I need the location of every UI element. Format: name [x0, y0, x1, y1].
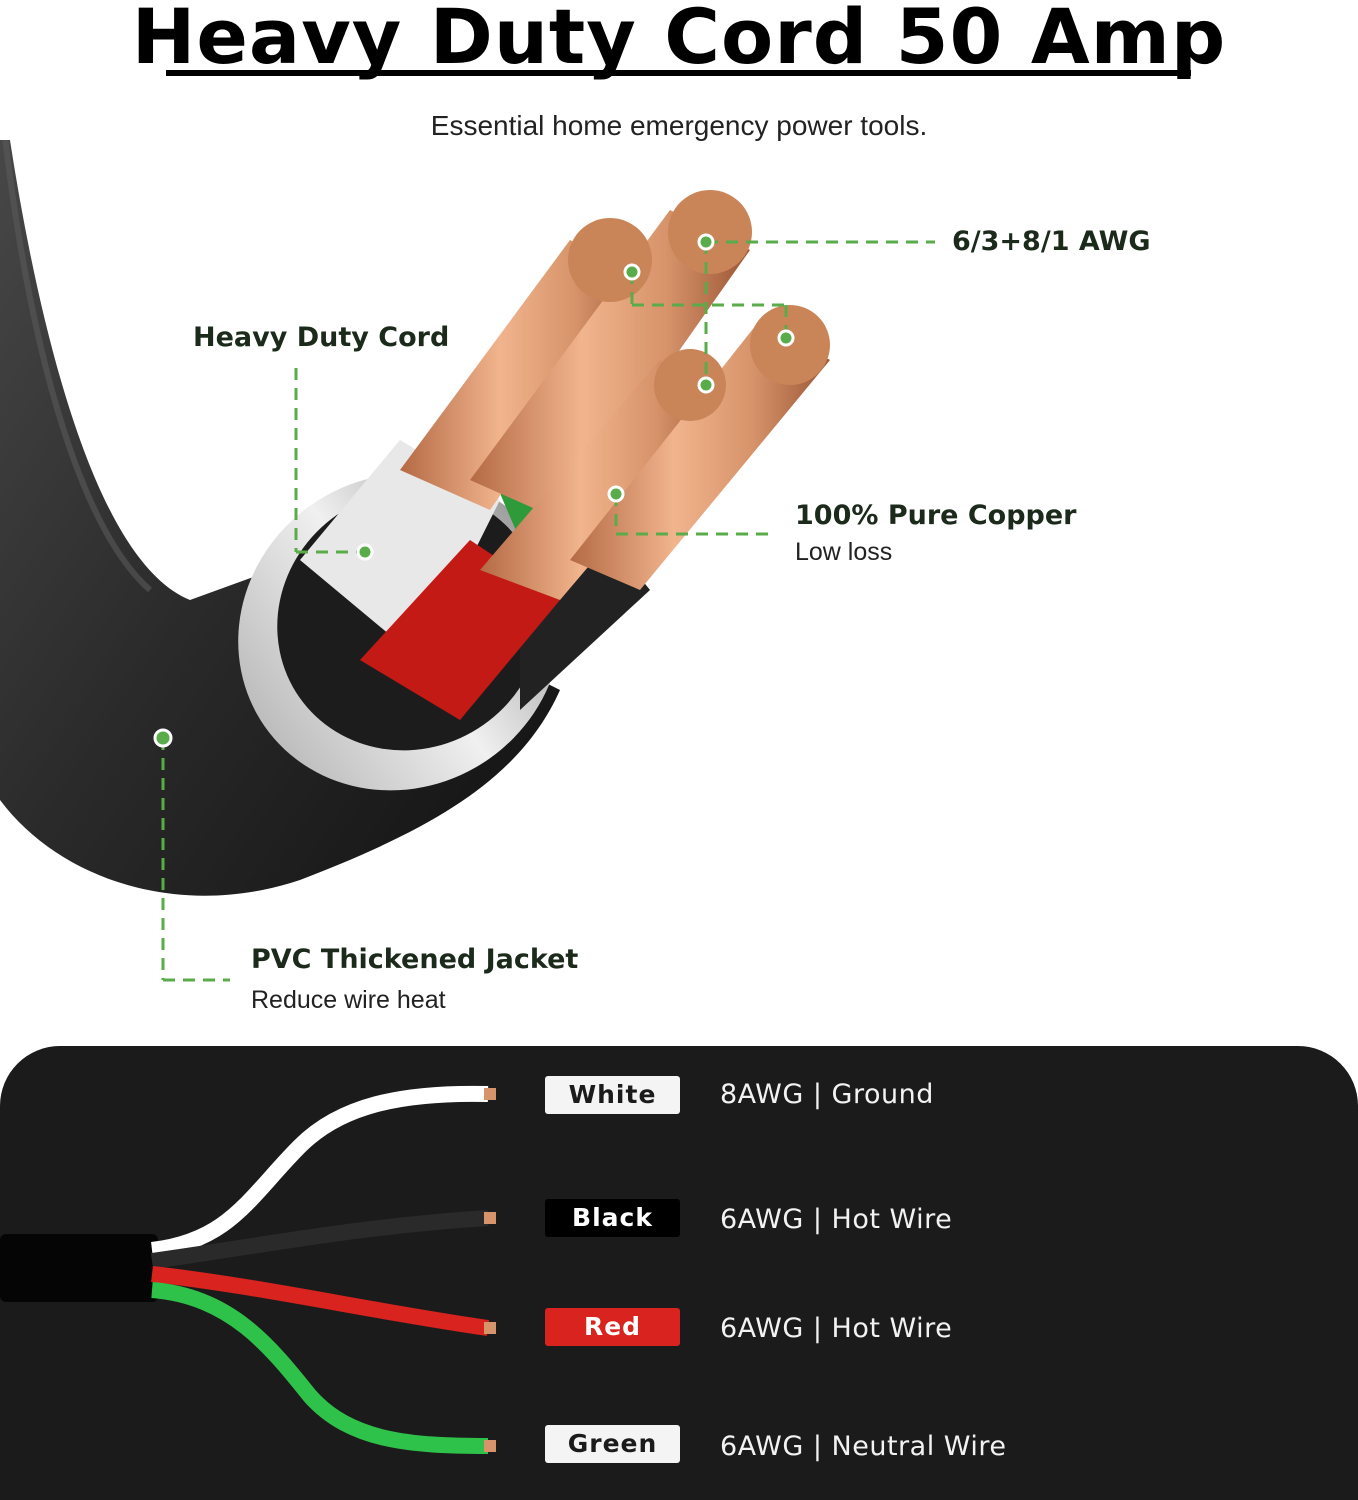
title-underline: [166, 70, 1191, 76]
callout-copper-title: 100% Pure Copper: [795, 500, 1077, 531]
callout-dot: [697, 376, 715, 394]
page-title: Heavy Duty Cord 50 Amp: [131, 0, 1227, 81]
callout-dot: [623, 263, 641, 281]
copper-tip: [484, 1322, 496, 1334]
copper-tip: [484, 1440, 496, 1452]
callout-dot: [697, 233, 715, 251]
red-wire: [151, 1266, 490, 1336]
badge-black: Black: [545, 1199, 680, 1237]
white-wire: [151, 1085, 489, 1258]
callout-dot: [777, 329, 795, 347]
wire-legend-panel: White 8AWG | Ground Black 6AWG | Hot Wir…: [0, 1046, 1358, 1500]
callout-copper-subtitle: Low loss: [795, 538, 893, 566]
cable-body: [0, 1234, 158, 1302]
copper-tip: [484, 1212, 496, 1224]
page-subtitle: Essential home emergency power tools.: [430, 110, 928, 141]
cord-cross-section-illustration: [0, 140, 935, 982]
badge-white: White: [545, 1076, 680, 1114]
spec-white: 8AWG | Ground: [720, 1079, 934, 1110]
spec-green: 6AWG | Neutral Wire: [720, 1431, 1007, 1462]
spec-red: 6AWG | Hot Wire: [720, 1313, 953, 1344]
callout-jacket-subtitle: Reduce wire heat: [251, 986, 446, 1014]
copper-tip: [484, 1088, 496, 1100]
callout-dot: [607, 485, 625, 503]
callout-awg-title: 6/3+8/1 AWG: [952, 226, 1151, 257]
wire-diagram: [0, 1085, 496, 1454]
badge-green: Green: [545, 1425, 680, 1463]
black-wire: [150, 1210, 489, 1269]
callout-dot: [153, 728, 173, 748]
spec-black: 6AWG | Hot Wire: [720, 1204, 953, 1235]
callout-dot: [356, 543, 374, 561]
badge-red: Red: [545, 1308, 680, 1346]
callout-cord-title: Heavy Duty Cord: [193, 322, 450, 353]
green-wire: [151, 1282, 489, 1454]
callout-jacket-title: PVC Thickened Jacket: [251, 944, 579, 975]
